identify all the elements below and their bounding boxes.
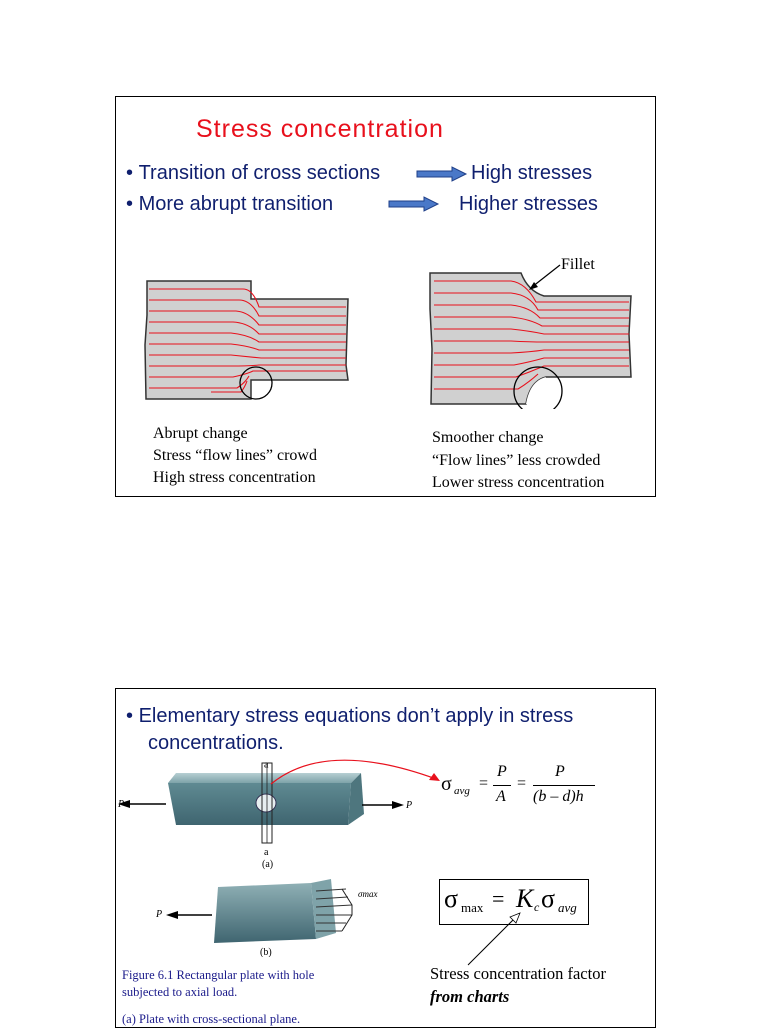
section-label-bottom: a <box>264 847 269 858</box>
eq-max-sigma: σ <box>444 884 459 913</box>
load-label-right: P <box>405 800 412 811</box>
slide-elementary-equations: • Elementary stress equations don’t appl… <box>115 688 656 1028</box>
left-caption-line-3: High stress concentration <box>153 469 316 486</box>
figure-caption-line-2: subjected to axial load. <box>122 985 238 999</box>
bullet-2-left: More abrupt transition <box>138 193 334 215</box>
bullet-line-2: concentrations. <box>148 732 284 754</box>
stress-factor-note: Stress concentration factor <box>430 964 606 983</box>
plate-with-hole-figure-a: P P a a (a) <box>117 759 412 870</box>
subfigure-b-label: (b) <box>260 947 272 957</box>
section-label-top: a <box>264 759 269 770</box>
abrupt-change-specimen <box>144 280 349 400</box>
eq-num2: P <box>555 763 565 780</box>
bullet-dot: • <box>126 162 139 184</box>
eq-fraction-bar-1 <box>493 785 511 786</box>
eq-sigma: σ <box>441 773 452 795</box>
bullet-dot: • <box>126 705 139 727</box>
bullet-2-right: Higher stresses <box>459 193 598 215</box>
right-caption-line-2: “Flow lines” less crowded <box>432 452 601 469</box>
fillet-label: Fillet <box>561 256 595 273</box>
eq-equals-2: = <box>517 775 527 792</box>
sigma-max-label: σmax <box>358 889 377 899</box>
eq-max-avg-sub: avg <box>558 900 577 915</box>
slide-title: Stress concentration <box>196 115 444 143</box>
arrow-right-icon <box>388 196 440 212</box>
fillet-specimen <box>429 272 632 409</box>
bullet-1: • Transition of cross sections <box>126 162 380 185</box>
stress-distribution-figure-b: P σmax (b) <box>156 879 377 957</box>
eq-max-k-sub: c <box>534 900 540 914</box>
kc-pointer-arrow <box>467 912 521 966</box>
eq-max-sub: max <box>461 900 484 915</box>
bullet-2: • More abrupt transition <box>126 193 333 216</box>
fillet-pointer-arrow <box>529 264 561 290</box>
bullet-line-1: • Elementary stress equations don’t appl… <box>126 705 573 728</box>
load-label-b: P <box>156 909 162 920</box>
eq-fraction-bar-2 <box>533 785 595 786</box>
eq-den2: (b – d)h <box>533 788 584 805</box>
eq-max-equals: = <box>492 886 505 911</box>
bullet-dot: • <box>126 193 139 215</box>
bullet-1-right: High stresses <box>471 162 593 184</box>
load-label-left: P <box>117 799 124 810</box>
eq-den1: A <box>496 788 506 805</box>
left-caption-line-1: Abrupt change <box>153 425 248 442</box>
eq-equals-1: = <box>479 775 489 792</box>
right-caption-line-3: Lower stress concentration <box>432 474 605 491</box>
right-caption-line-1: Smoother change <box>432 429 544 446</box>
bullet-1-left: Transition of cross sections <box>138 162 381 184</box>
figure-caption-line-1: Figure 6.1 Rectangular plate with hole <box>122 968 315 982</box>
eq-max-sigma2: σ <box>541 884 556 913</box>
section-to-equation-arrow <box>270 759 440 785</box>
average-stress-equation: σ avg = P A = P (b – d)h <box>441 763 621 823</box>
figure-caption-line-3: (a) Plate with cross-sectional plane. <box>122 1012 301 1026</box>
max-stress-equation-box: σ max = K c σ avg <box>439 879 589 925</box>
left-caption-line-2: Stress “flow lines” crowd <box>153 447 317 464</box>
slide-stress-concentration: Stress concentration • Transition of cro… <box>115 96 656 497</box>
eq-max-k: K <box>516 884 534 913</box>
eq-num1: P <box>497 763 507 780</box>
eq-sigma-sub: avg <box>454 785 470 797</box>
arrow-right-icon <box>416 166 468 182</box>
bullet-text-1: Elementary stress equations don’t apply … <box>138 705 574 727</box>
subfigure-a-label: (a) <box>262 859 273 870</box>
from-charts-note: from charts <box>430 987 510 1006</box>
